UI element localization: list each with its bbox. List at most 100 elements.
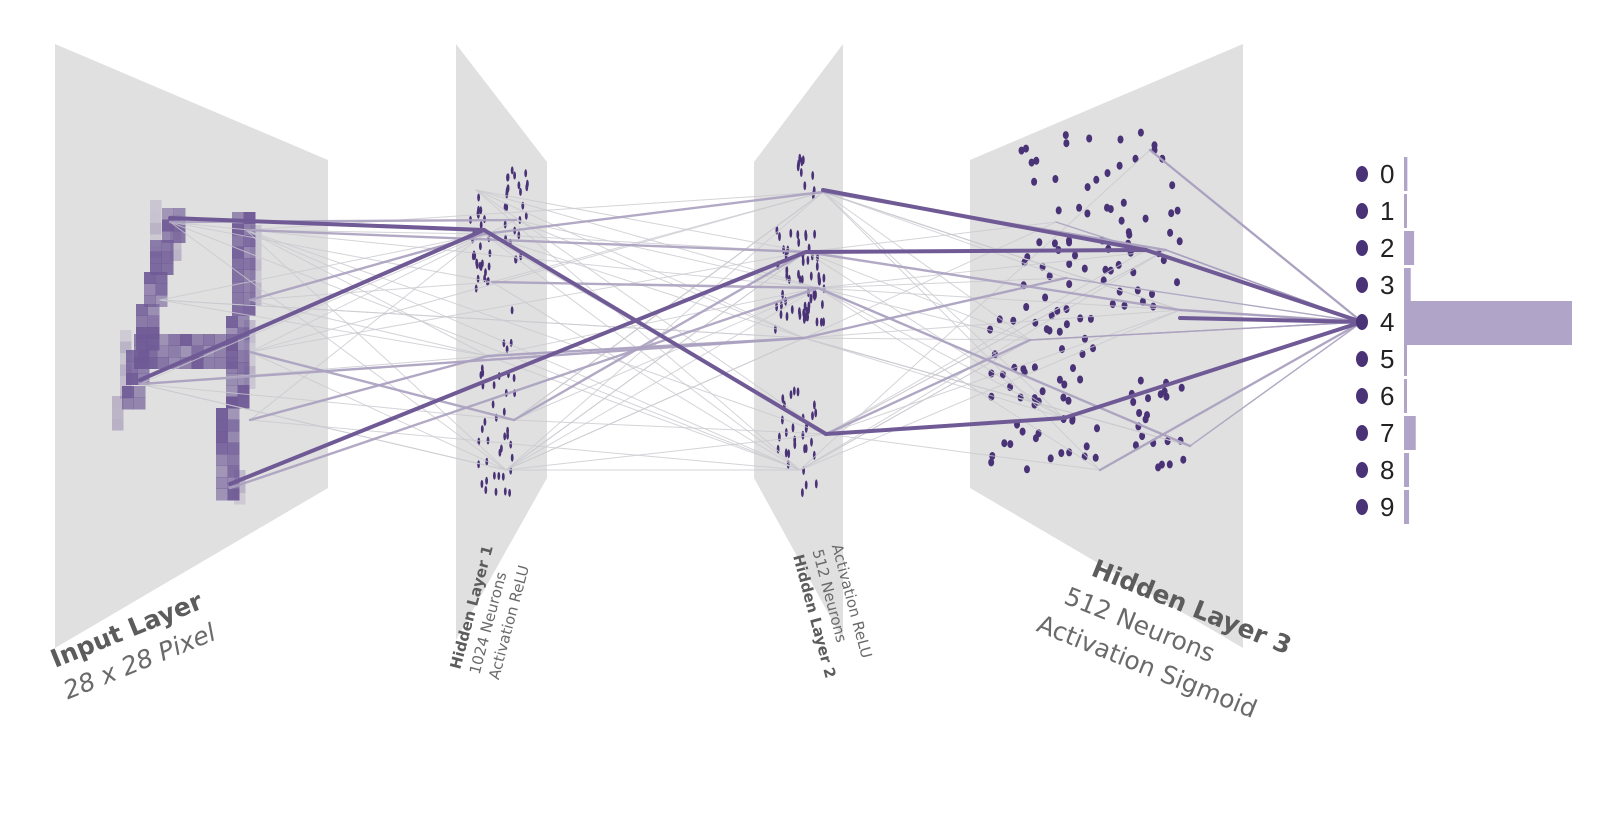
hidden-layer-3-neuron <box>1031 177 1038 186</box>
pixel-cell <box>144 283 156 296</box>
pixel-halo-cell <box>120 376 132 388</box>
hidden-layer-2-neuron <box>792 386 796 396</box>
hidden-layer-1-neuron <box>510 306 514 315</box>
medium-connection <box>482 190 825 236</box>
output-label-3: 3 <box>1380 270 1394 300</box>
pixel-cell <box>214 345 227 358</box>
faint-connection <box>487 355 801 471</box>
hidden-layer-1-neuron <box>476 274 480 283</box>
faint-connection <box>245 229 507 471</box>
hidden-layer-2-neuron <box>782 245 785 255</box>
faint-connection <box>249 299 489 357</box>
hidden-layer-1-neuron <box>510 166 514 175</box>
probability-bar-9 <box>1404 490 1410 524</box>
faint-connection <box>169 221 507 471</box>
hidden-layer-2-neuron <box>822 317 825 327</box>
faint-connection <box>249 251 807 353</box>
hidden-layer-1-neuron <box>475 261 479 270</box>
hidden-layer-3-neuron <box>1032 434 1039 443</box>
hidden-layer-2-neuron <box>822 273 826 283</box>
faint-connection <box>1065 277 1363 323</box>
faint-connection <box>159 299 489 357</box>
pixel-halo-cell <box>112 419 124 431</box>
medium-connection <box>228 286 820 490</box>
pixel-cell <box>147 304 160 316</box>
hidden-layer-2-neuron <box>798 307 801 317</box>
hidden-layer-2-neuron <box>811 411 814 421</box>
output-label-7: 7 <box>1380 418 1394 448</box>
pixel-halo-cell <box>120 341 132 353</box>
output-neuron-3 <box>1356 277 1368 293</box>
pixel-cell <box>157 357 169 369</box>
hidden-layer-3-neuron <box>1093 175 1100 184</box>
pixel-cell <box>150 251 162 264</box>
hidden-layer-1-neuron <box>512 374 516 382</box>
pixel-cell <box>237 350 250 363</box>
faint-connection <box>475 189 801 471</box>
hidden-layer-1-neuron <box>505 187 509 196</box>
hidden-layer-2-neuron <box>789 390 793 400</box>
medium-connection <box>824 338 1032 436</box>
pixel-halo-cell <box>150 211 162 223</box>
hidden-layer-2-neuron <box>800 275 804 284</box>
output-neuron-2 <box>1356 240 1368 256</box>
hidden-layer-3-neuron <box>1081 452 1088 461</box>
hidden-layer-3-neuron <box>1161 387 1168 396</box>
hidden-layer-2-neuron <box>820 317 823 327</box>
faint-connection <box>491 281 801 471</box>
hidden-layer-3-neuron <box>1054 306 1061 315</box>
pixel-halo-cell <box>112 407 124 419</box>
pixel-cell <box>216 477 228 489</box>
hidden-layer-1-neuron <box>503 487 507 496</box>
faint-connection <box>475 189 827 435</box>
strong-connection <box>821 188 1148 252</box>
hidden-layer-3-neuron <box>1055 206 1062 215</box>
pixel-cell <box>122 386 134 398</box>
strong-connection <box>824 416 1066 436</box>
hidden-layer-3-neuron <box>1051 239 1058 248</box>
hidden-layer-3-neuron <box>1007 440 1014 449</box>
hidden-layer-3-neuron <box>1109 300 1116 309</box>
hidden-layer-1-neuron <box>514 255 518 264</box>
output-neuron-8 <box>1356 462 1368 478</box>
hidden-layer-3-neuron <box>1058 449 1065 458</box>
faint-connection <box>817 287 1101 471</box>
hidden-layer-3-neuron <box>1066 280 1073 289</box>
hidden-layer-3-neuron <box>1094 424 1100 433</box>
hidden-layer-2-neuron <box>811 171 815 180</box>
hidden-layer-3-neuron <box>1081 264 1088 273</box>
hidden-layer-2-neuron <box>801 430 805 440</box>
pixel-cell <box>145 334 158 346</box>
faint-connection <box>245 229 801 471</box>
pixel-cell <box>203 357 215 369</box>
output-label-6: 6 <box>1380 381 1394 411</box>
faint-connection <box>249 233 485 421</box>
pixel-cell <box>173 231 186 243</box>
hidden-layer-3-neuron <box>1118 216 1125 225</box>
hidden-layer-1-neuron <box>491 400 495 409</box>
pixel-cell <box>227 442 240 455</box>
hidden-layer-2-neuron <box>784 448 788 458</box>
hidden-layer-2-neuron <box>814 479 818 489</box>
pixel-halo-cell <box>150 234 162 246</box>
pixel-cell <box>227 419 240 432</box>
faint-connection <box>1189 321 1363 447</box>
hidden-layer-3-neuron <box>1063 320 1070 329</box>
pixel-halo-cell <box>170 249 182 261</box>
hidden-layer-2-neuron <box>797 238 801 247</box>
hidden-layer-3-neuron <box>1137 376 1144 385</box>
pixel-cell <box>216 465 228 478</box>
pixel-cell <box>157 345 169 358</box>
pixel-halo-cell <box>150 200 162 212</box>
output-label-1: 1 <box>1380 196 1394 226</box>
medium-connection <box>804 250 1182 312</box>
pixel-cell <box>168 334 181 346</box>
hidden-layer-3-neuron <box>1166 460 1173 469</box>
hidden-layer-2-neuron <box>810 437 813 447</box>
hidden-layer-2-neuron <box>803 301 807 311</box>
pixel-halo-cell <box>234 493 246 505</box>
output-label-0: 0 <box>1380 159 1394 189</box>
faint-connection <box>822 191 1031 341</box>
pixel-halo-cell <box>250 271 262 283</box>
pixel-cell <box>243 281 256 293</box>
